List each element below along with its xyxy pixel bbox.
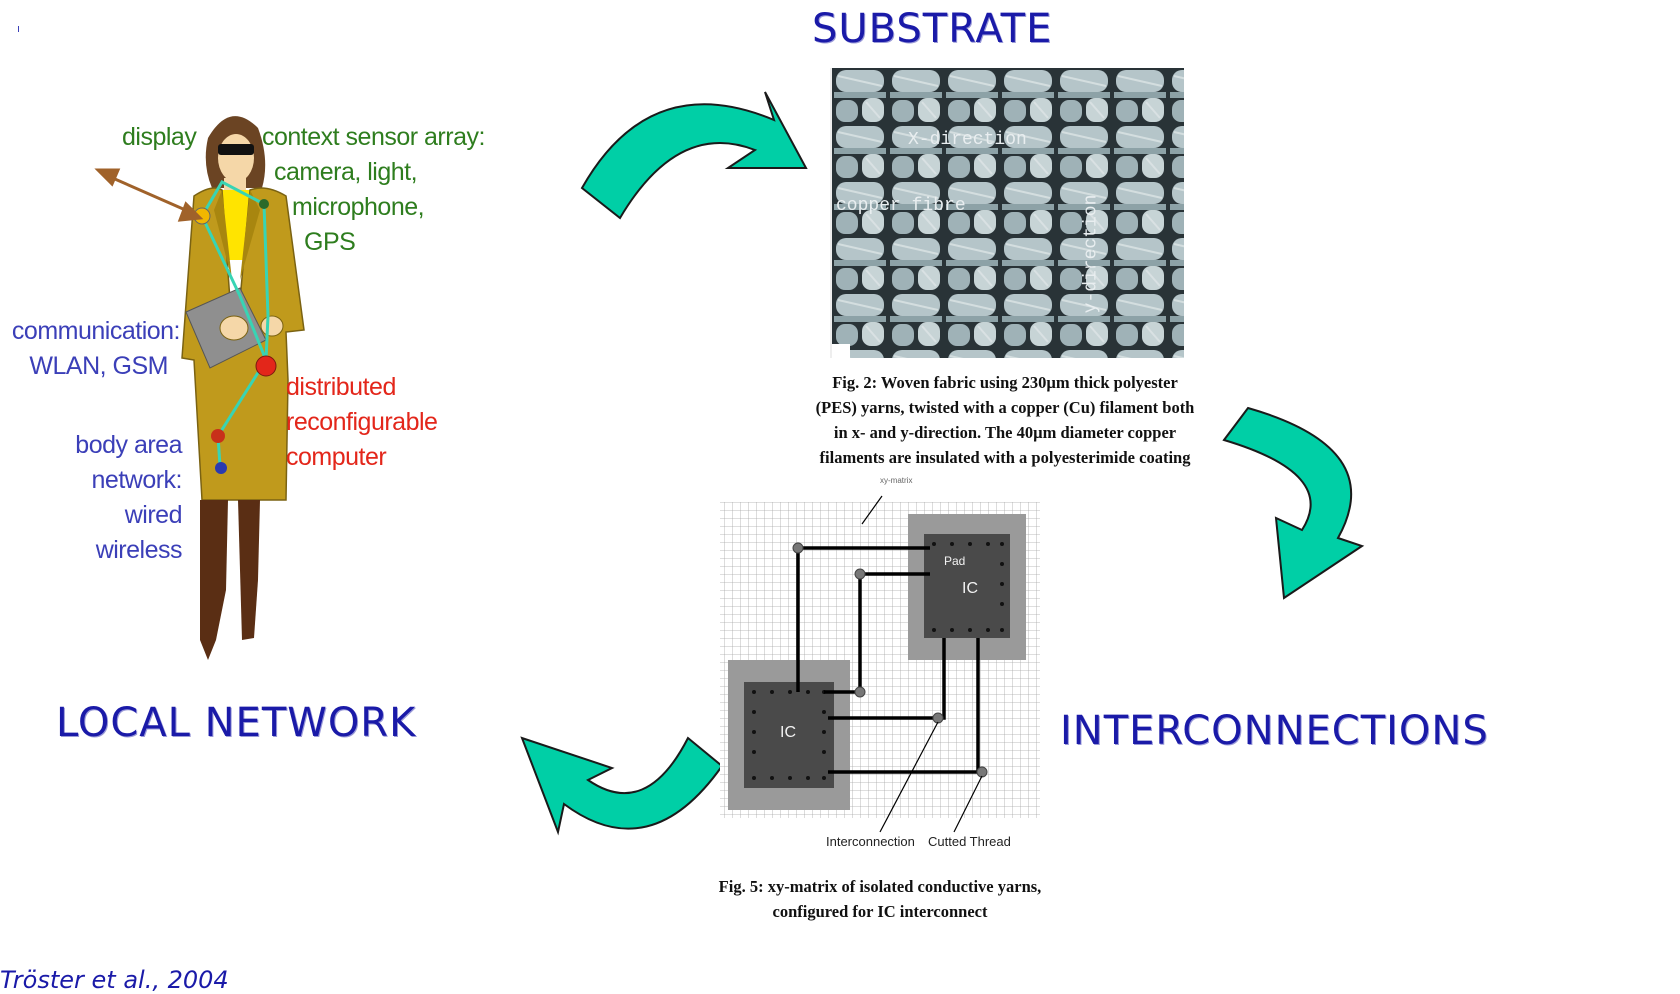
distributed-line-3: computer — [286, 443, 387, 471]
fabric-caption-line-4: filaments are insulated with a polyester… — [819, 448, 1191, 467]
xy-matrix-grid — [720, 495, 1040, 833]
body-area-line-4: wireless — [95, 536, 183, 564]
fabric-caption-line-2: (PES) yarns, twisted with a copper (Cu) … — [815, 398, 1195, 417]
credit-citation: Tröster et al., 2004 — [0, 966, 229, 994]
arrow-to-substrate — [580, 91, 808, 220]
label-distributed-computer: distributed reconfigurable computer — [286, 370, 438, 475]
fabric-caption-line-1: Fig. 2: Woven fabric using 230µm thick p… — [832, 373, 1178, 392]
context-line-2: camera, light, — [274, 158, 418, 186]
label-body-area-network: body area network: wired wireless — [40, 428, 182, 568]
label-communication: communication: WLAN, GSM — [10, 314, 181, 384]
body-area-line-2: network: — [91, 466, 183, 494]
distributed-line-1: distributed — [286, 373, 396, 401]
context-line-1: context sensor array: — [262, 123, 485, 151]
fabric-copper-fibre: copper fibre — [836, 196, 966, 216]
communication-line-1: communication: — [11, 317, 181, 345]
fabric-x-direction: X-direction — [908, 130, 1027, 150]
matrix-caption-line-2: configured for IC interconnect — [772, 902, 988, 921]
communication-line-2: WLAN, GSM — [29, 352, 168, 380]
context-line-3: microphone, — [292, 193, 425, 221]
fabric-weave — [832, 68, 1184, 358]
matrix-ic-top-label: IC — [962, 580, 978, 597]
fabric-caption: Fig. 2: Woven fabric using 230µm thick p… — [760, 370, 1250, 470]
heading-interconnections: INTERCONNECTIONS — [1060, 708, 1489, 754]
heading-substrate: SUBSTRATE — [812, 6, 1053, 52]
corner-mark — [18, 26, 19, 32]
arrow-to-local-network — [520, 736, 724, 836]
body-area-line-3: wired — [124, 501, 183, 529]
woven-fabric-photo: X-direction copper fibre y-direction — [830, 68, 1184, 358]
arrow-to-interconnections — [1222, 406, 1365, 600]
matrix-pad-label: Pad — [944, 554, 966, 568]
label-display: display — [122, 123, 197, 151]
matrix-ic-bottom-label: IC — [780, 724, 796, 741]
label-context-sensor-array: context sensor array: camera, light, mic… — [262, 120, 485, 260]
matrix-cutted-thread-label: Cutted Thread — [928, 834, 1011, 849]
wearable-person-illustration — [94, 116, 305, 660]
distributed-line-2: reconfigurable — [286, 408, 438, 436]
heading-local-network: LOCAL NETWORK — [56, 700, 417, 746]
matrix-caption-line-1: Fig. 5: xy-matrix of isolated conductive… — [718, 877, 1042, 896]
fabric-y-direction: y-direction — [1081, 194, 1102, 314]
context-line-4: GPS — [304, 228, 356, 256]
body-area-line-1: body area — [75, 431, 182, 459]
matrix-interconnection-label: Interconnection — [826, 834, 915, 849]
matrix-caption: Fig. 5: xy-matrix of isolated conductive… — [660, 874, 1100, 924]
fabric-caption-line-3: in x- and y-direction. The 40µm diameter… — [833, 423, 1177, 442]
xy-matrix-diagram: xy-matrix Pad IC IC Interconnection Cutt… — [716, 476, 1046, 858]
matrix-top-label: xy-matrix — [880, 476, 913, 485]
